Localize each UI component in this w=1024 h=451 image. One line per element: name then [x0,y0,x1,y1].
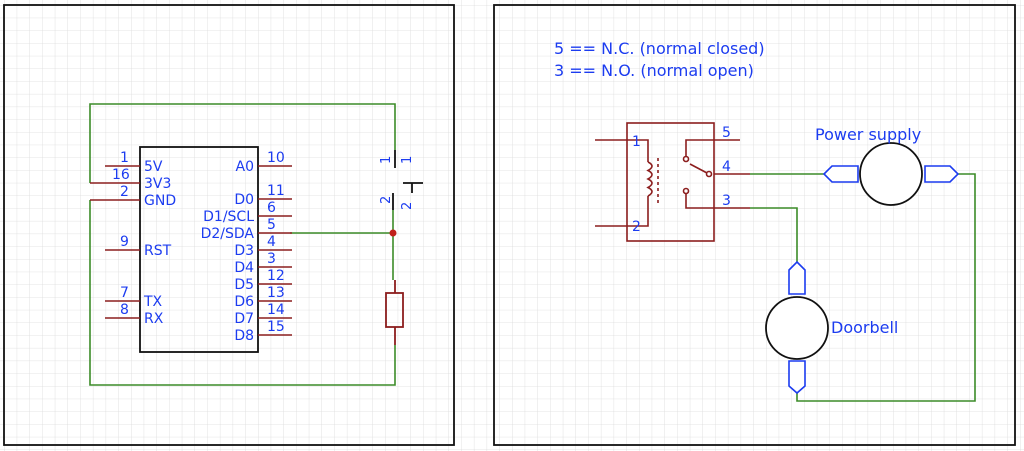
pin-name: 5V [144,159,163,175]
switch-pin-labels: 1 1 2 2 [379,156,415,210]
pin-name: D8 [234,328,254,344]
relay-coil-pin-2: 2 [632,219,641,235]
pin-number: 12 [267,268,285,284]
relay-coil-pin-1: 1 [632,134,641,150]
junction-dot [389,229,397,237]
pin-name: A0 [236,159,254,175]
power-supply-label: Power supply [815,125,921,144]
pin-name: D5 [234,277,254,293]
doorbell-label: Doorbell [831,318,898,337]
switch-pin-1a: 1 [379,156,394,164]
pin-number: 10 [267,150,285,166]
power-supply-connectors [822,165,960,183]
relay-coil-icon [646,161,653,197]
pin-name: D4 [234,260,254,276]
pin-number: 9 [120,234,129,250]
pin-name: D7 [234,311,254,327]
pin-number: 11 [267,183,285,199]
chip-left-pins [90,165,140,319]
left-wires [89,103,396,386]
pin-name: D3 [234,243,254,259]
pin-number: 5 [267,217,276,233]
switch-pin-2b: 2 [400,202,415,210]
relay-no-contact-dot [682,187,690,195]
switch-pin-2a: 2 [379,196,394,204]
power-supply-body [859,142,923,206]
pin-number: 3 [267,251,276,267]
pin-number: 7 [120,285,129,301]
relay-pin-4: 4 [722,159,731,175]
pin-number: 4 [267,234,276,250]
pin-name: D0 [234,192,254,208]
wire-relay3-to-doorbell [750,207,798,262]
pin-number: 15 [267,319,285,335]
pin-number: 14 [267,302,285,318]
pin-number: 1 [120,150,129,166]
right-schematic-sheet: 5 == N.C. (normal closed) 3 == N.O. (nor… [493,4,1016,446]
switch-pin-1b: 1 [400,156,415,164]
doorbell [765,296,829,360]
doorbell-body [765,296,829,360]
pin-name: D6 [234,294,254,310]
relay-pin-3: 3 [722,193,731,209]
push-button-switch [392,150,423,210]
relay-com-contact-dot [705,170,713,178]
pin-number: 16 [112,167,130,183]
pin-name: D1/SCL [203,209,254,225]
note-normal-open: 3 == N.O. (normal open) [554,61,754,80]
power-supply [859,142,923,206]
left-schematic-sheet: 1 5V 16 3V3 2 GND 9 RST 7 TX 8 RX [3,4,455,446]
power-port-left [822,165,859,183]
relay-coil-path [627,139,649,162]
wire-3v3-to-switch [89,103,396,183]
relay [595,122,750,242]
power-port-right [924,165,960,183]
note-normal-closed: 5 == N.C. (normal closed) [554,39,765,58]
relay-no-contact [685,194,750,209]
chip-right-pin-labels: 10 A0 11 D0 6 D1/SCL 5 D2/SDA 4 D3 3 D4 … [201,150,285,344]
left-sheet-frame [3,4,455,446]
relay-switch-blade [689,163,708,174]
chip-left-pin-labels: 1 5V 16 3V3 2 GND 9 RST 7 TX 8 RX [112,150,176,327]
pin-number: 2 [120,184,129,200]
relay-coil-path-bottom [627,196,649,227]
right-wires [750,173,976,402]
doorbell-port-bottom [788,360,806,395]
doorbell-port-top [788,260,806,295]
pin-name: D2/SDA [201,226,255,242]
pin-name: RX [144,311,164,327]
pin-name: RST [144,243,172,259]
resistor [385,280,404,345]
pin-number: 13 [267,285,285,301]
wire-gnd-to-resistor [89,200,396,386]
pin-notes: 5 == N.C. (normal closed) 3 == N.O. (nor… [554,39,765,80]
pin-number: 6 [267,200,276,216]
right-sheet-frame [493,4,1016,446]
relay-nc-contact-dot [682,155,690,163]
pin-number: 8 [120,302,129,318]
relay-nc-contact [685,139,714,156]
relay-body [626,122,715,242]
relay-pin-labels: 1 2 5 4 3 [632,125,731,235]
wire-doorbell-to-power [796,173,976,402]
pin-name: GND [144,193,176,209]
pin-name: TX [143,294,163,310]
relay-pin-5: 5 [722,125,731,141]
doorbell-connectors [788,260,806,395]
chip-right-pins [258,165,292,336]
pin-name: 3V3 [144,176,171,192]
